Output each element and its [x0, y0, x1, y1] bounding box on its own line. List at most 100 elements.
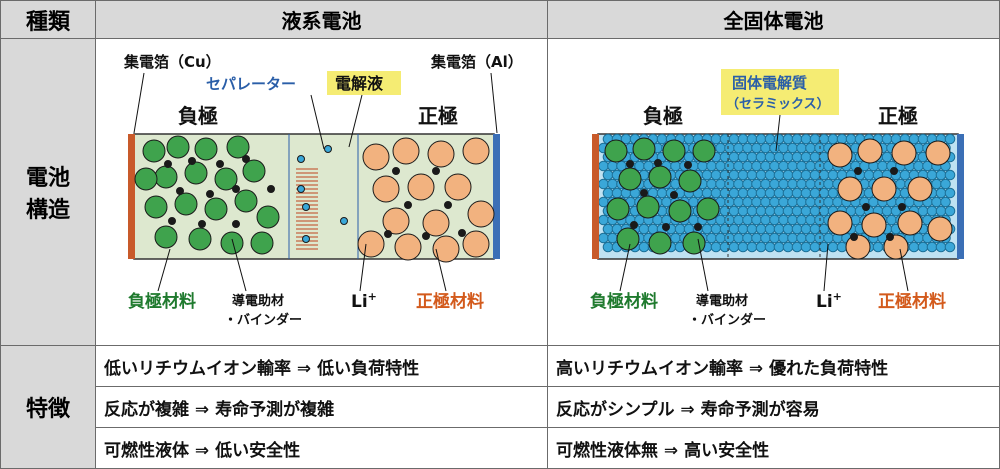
ceramic-grain — [926, 241, 938, 253]
ceramic-grain — [818, 205, 830, 217]
ceramic-grain — [598, 178, 609, 190]
ceramic-grain — [724, 178, 735, 190]
ceramic-grain — [809, 205, 821, 217]
ceramic-grain — [764, 187, 776, 199]
ceramic-grain — [706, 178, 717, 190]
ceramic-grain — [724, 142, 735, 154]
liquid-conductive-label-1: 導電助材 — [232, 293, 284, 309]
solid-conductive-dot — [654, 159, 662, 167]
cathode-particle — [372, 175, 400, 203]
ceramic-grain — [661, 196, 672, 208]
ceramic-grain — [751, 142, 762, 154]
ceramic-grain — [751, 178, 762, 190]
ceramic-grain — [832, 196, 843, 208]
li-ion-dot — [340, 217, 348, 225]
solid-battery-header: 全固体電池 — [547, 0, 1000, 39]
solid-cathode-particle — [927, 216, 953, 242]
ceramic-grain — [746, 205, 758, 217]
ceramic-grain — [688, 196, 699, 208]
ceramic-grain — [805, 214, 816, 226]
cathode-particle — [362, 143, 390, 171]
cathode-particle — [357, 230, 385, 258]
solid-conductive-dot — [850, 233, 858, 241]
structure-row-label: 電池 構造 — [0, 38, 96, 346]
ceramic-grain — [913, 232, 924, 244]
ceramic-grain — [733, 160, 744, 172]
ceramic-grain — [728, 187, 740, 199]
ceramic-grain — [823, 196, 834, 208]
li-ion-dot — [324, 145, 332, 153]
ceramic-grain — [778, 196, 789, 208]
ceramic-grain — [782, 151, 794, 163]
ceramic-grain — [935, 205, 947, 217]
anode-particle — [256, 205, 280, 229]
solid-anode-particle — [618, 167, 642, 191]
ceramic-grain — [778, 142, 789, 154]
ceramic-grain — [598, 232, 609, 244]
ceramic-grain — [746, 187, 758, 199]
ceramic-grain — [895, 178, 906, 190]
conductive-dot — [164, 160, 172, 168]
solid-cathode-particle — [925, 140, 951, 166]
ceramic-grain — [908, 133, 920, 145]
structure-label-line2: 構造 — [25, 198, 70, 223]
liquid-feature-1: 低いリチウムイオン輸率 ⇒ 低い負荷特性 — [95, 345, 548, 387]
ceramic-grain — [773, 187, 785, 199]
solid-anode-particle — [616, 227, 640, 251]
ceramic-grain — [638, 241, 650, 253]
ceramic-grain — [787, 160, 798, 172]
ceramic-grain — [724, 232, 735, 244]
feature-row-1: 特徴 低いリチウムイオン輸率 ⇒ 低い負荷特性 高いリチウムイオン輸率 ⇒ 優れ… — [0, 345, 1000, 469]
solid-feature-2: 反応がシンプル ⇒ 寿命予測が容易 — [547, 386, 1000, 428]
ceramic-grain — [746, 169, 758, 181]
cathode-particle — [382, 207, 410, 235]
ceramic-grain — [728, 151, 740, 163]
ceramic-grain — [733, 178, 744, 190]
ceramic-grain — [764, 205, 776, 217]
cu-leader — [133, 72, 145, 134]
ceramic-grain — [782, 169, 794, 181]
ceramic-grain — [742, 196, 753, 208]
ceramic-grain — [742, 232, 753, 244]
ceramic-grain — [656, 187, 668, 199]
solid-conductive-label-2: ・バインダー — [688, 312, 766, 328]
ceramic-grain — [917, 241, 929, 253]
ceramic-grain — [751, 196, 762, 208]
conductive-dot — [432, 167, 440, 175]
ceramic-grain — [944, 169, 956, 181]
ceramic-grain — [872, 241, 884, 253]
ceramic-grain — [674, 223, 686, 235]
liquid-battery-header: 液系電池 — [95, 0, 548, 39]
separator-leader — [310, 94, 325, 150]
ceramic-grain — [715, 214, 726, 226]
solid-conductive-label-1: 導電助材 — [696, 293, 748, 309]
electrolyte-highlight — [327, 71, 401, 95]
ceramic-grain — [827, 241, 839, 253]
feature-row-3: 可燃性液体 ⇒ 低い安全性 可燃性液体無 ⇒ 高い安全性 — [1, 427, 1000, 469]
solid-anode-particle — [648, 165, 672, 189]
ceramic-grain — [607, 178, 618, 190]
solid-conductive-leader — [697, 238, 709, 292]
ceramic-grain — [773, 205, 785, 217]
ceramic-grain — [764, 151, 776, 163]
ceramic-grain — [787, 178, 798, 190]
solid-cathode-particle — [837, 176, 863, 202]
ceramic-grain — [791, 133, 803, 145]
solid-anode-particle — [604, 139, 628, 163]
anode-particle — [134, 167, 158, 191]
ceramic-grain — [778, 178, 789, 190]
ceramic-grain — [715, 178, 726, 190]
ceramic-grain — [706, 232, 717, 244]
solid-cathode-particle — [907, 176, 933, 202]
ceramic-grain — [773, 151, 785, 163]
ceramic-grain — [773, 169, 785, 181]
electrolyte-leader — [348, 94, 363, 148]
solid-cathode-particle — [897, 210, 923, 236]
ceramic-grain — [760, 142, 771, 154]
solid-conductive-dot — [854, 167, 862, 175]
ceramic-grain — [796, 196, 807, 208]
ceramic-grain — [760, 214, 771, 226]
anode-particle — [184, 161, 208, 185]
ceramic-grain — [796, 232, 807, 244]
